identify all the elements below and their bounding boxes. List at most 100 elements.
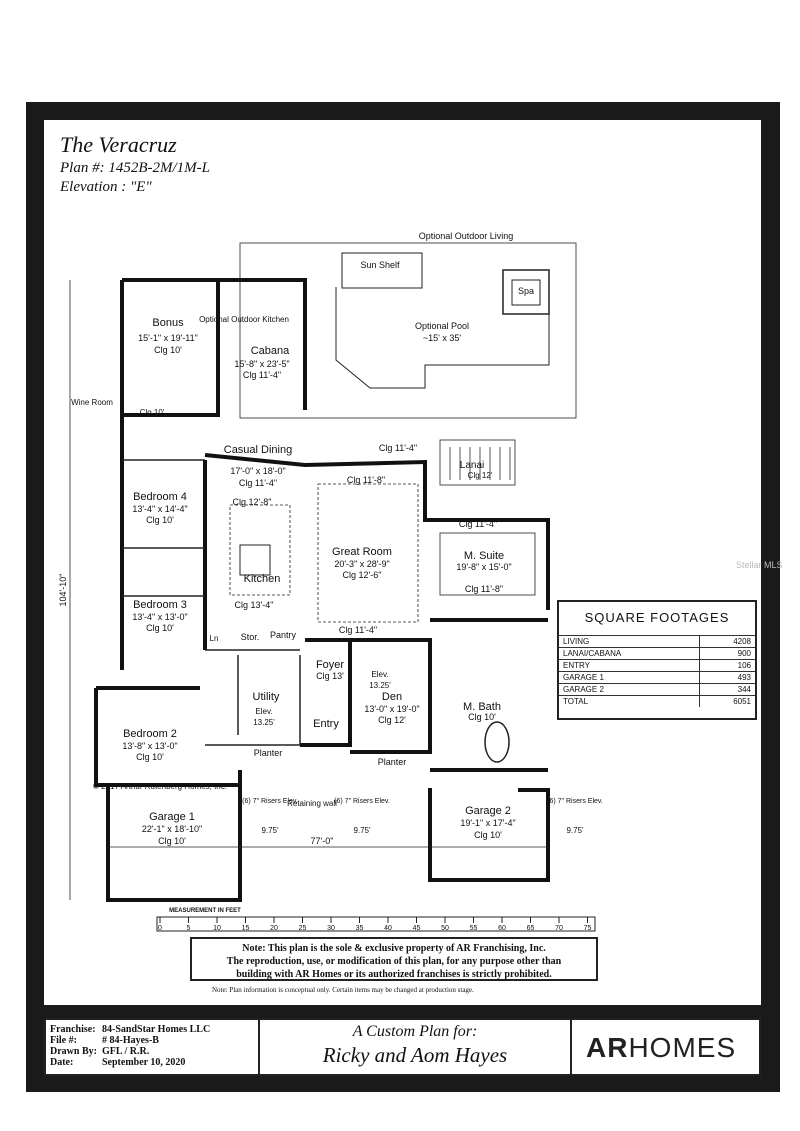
- room-casual-dining: Casual Dining: [224, 444, 292, 456]
- scale-tick-label: 65: [527, 925, 535, 932]
- planter-label-a: Planter: [254, 748, 283, 758]
- sqft-label: TOTAL: [559, 695, 700, 707]
- room-cabana: Cabana: [251, 345, 290, 357]
- wine-room-label: Wine Room: [71, 398, 113, 407]
- bedroom3-size: 13'-4" x 13'-0": [132, 612, 187, 622]
- bonus-size: 15'-1" x 19'-11": [138, 333, 198, 343]
- scale-tick-label: 30: [327, 925, 335, 932]
- ownership-note: Note: This plan is the sole & exclusive …: [190, 937, 598, 981]
- risers-label-a: (6) 7" Risers Elev.: [242, 798, 298, 805]
- great-size: 20'-3" x 28'-9": [334, 559, 389, 569]
- sqft-value: 4208: [699, 635, 755, 648]
- elevation: Elevation : "E": [60, 179, 152, 195]
- square-footages-title: SQUARE FOOTAGES: [584, 610, 730, 625]
- elev-value-b: 13.25': [253, 718, 275, 727]
- client-name: Ricky and Aom Hayes: [322, 1043, 508, 1067]
- scale-tick-label: 50: [441, 925, 449, 932]
- plan-name: The Veracruz: [60, 132, 177, 157]
- scale-tick-label: 5: [187, 925, 191, 932]
- lanai-ceiling: Clg 11'-4": [379, 443, 417, 453]
- elev-label-a: Elev.: [371, 670, 388, 679]
- date-value: September 10, 2020: [102, 1057, 186, 1068]
- scale-tick-label: 25: [299, 925, 307, 932]
- kitchen-clg: Clg 13'-4": [235, 600, 274, 610]
- sqft-value: 493: [699, 671, 755, 684]
- franchise-key: Franchise:: [50, 1024, 96, 1035]
- room-garage-2: Garage 2: [465, 805, 511, 817]
- room-bonus: Bonus: [152, 317, 184, 329]
- depth-dimension: 104'-10": [58, 574, 68, 607]
- foyer-clg: Clg 13': [316, 671, 344, 681]
- title-strip: Franchise: 84-SandStar Homes LLC File #: #…: [44, 1018, 761, 1076]
- msuite-clg: Clg 11'-4": [459, 519, 497, 529]
- sqft-label: ENTRY: [559, 659, 700, 672]
- bedroom4-clg: Clg 10': [146, 515, 174, 525]
- sqft-value: 6051: [699, 695, 755, 707]
- drawn-value: GFL / R.R.: [102, 1046, 150, 1057]
- sheet: [44, 120, 761, 1005]
- copyright: © 2017 Arthur Rutenberg Homes, Inc.: [93, 782, 227, 791]
- room-bedroom-2: Bedroom 2: [123, 728, 177, 740]
- scale-tick-label: 70: [555, 925, 563, 932]
- great-clg2: Clg 11'-8": [347, 475, 385, 485]
- scale-tick-label: 15: [242, 925, 250, 932]
- room-den: Den: [382, 691, 402, 703]
- casual-size: 17'-0" x 18'-0": [230, 466, 285, 476]
- measurement-label: MEASUREMENT IN FEET: [169, 908, 241, 914]
- sqft-label: GARAGE 1: [559, 671, 700, 684]
- elev-value-a: 13.25': [369, 681, 391, 690]
- title-block: The Veracruz Plan #: 1452B-2M/1M-L Eleva…: [60, 132, 210, 196]
- custom-plan-for: A Custom Plan for: Ricky and Aom Hayes: [258, 1020, 572, 1074]
- custom-plan-label: A Custom Plan for:: [352, 1023, 478, 1040]
- room-lanai: Lanai: [460, 460, 484, 471]
- scale-bar: [156, 916, 596, 932]
- risers-elev-a: 9.75': [261, 826, 279, 835]
- file-value: # 84-Hayes-B: [102, 1035, 159, 1046]
- room-entry: Entry: [313, 718, 339, 730]
- sqft-label: LANAI/CABANA: [559, 647, 700, 660]
- date-key: Date:: [50, 1057, 74, 1068]
- scale-tick-label: 40: [384, 925, 392, 932]
- scale-tick-label: 60: [498, 925, 506, 932]
- room-great-room: Great Room: [332, 546, 392, 558]
- room-bedroom-4: Bedroom 4: [133, 491, 187, 503]
- mbath-clg: Clg 10': [468, 712, 496, 722]
- kitchen-clg2: Clg 12'-8": [233, 497, 272, 507]
- outdoor-kitchen-label: Optional Outdoor Kitchen: [199, 315, 289, 324]
- room-bedroom-3: Bedroom 3: [133, 599, 187, 611]
- garage2-clg: Clg 10': [474, 830, 502, 840]
- franchise-value: 84-SandStar Homes LLC: [102, 1024, 211, 1035]
- bedroom4-size: 13'-4" x 14'-4": [132, 504, 187, 514]
- casual-clg: Clg 11'-4": [239, 478, 277, 488]
- great-ceiling-2: Clg 11'-4": [339, 625, 377, 635]
- risers-label-b: (6) 7" Risers Elev.: [334, 798, 390, 805]
- garage2-size: 19'-1" x 17'-4": [460, 818, 515, 828]
- sqft-label: GARAGE 2: [559, 683, 700, 696]
- great-clg: Clg 12'-6": [343, 570, 382, 580]
- sqft-value: 344: [699, 683, 755, 696]
- sqft-value: 900: [699, 647, 755, 660]
- watermark: Stellar MLS: [736, 560, 783, 570]
- file-key: File #:: [50, 1035, 77, 1046]
- bedroom2-clg: Clg 10': [136, 752, 164, 762]
- scale-tick-label: 10: [213, 925, 221, 932]
- clg-10-a: Clg 10': [140, 408, 165, 417]
- risers-elev-b: 9.75': [353, 826, 371, 835]
- bonus-clg: Clg 10': [154, 345, 182, 355]
- ln-label: Ln: [210, 634, 219, 643]
- room-kitchen: Kitchen: [244, 573, 281, 585]
- risers-label-c: (6) 7" Risers Elev.: [547, 798, 603, 805]
- scale-tick-label: 55: [470, 925, 478, 932]
- scale-tick-label: 20: [270, 925, 278, 932]
- spa-label: Spa: [518, 286, 534, 296]
- pool-label: Optional Pool: [415, 321, 469, 331]
- pool-size: ~15' x 35': [423, 333, 461, 343]
- plan-info: Franchise: 84-SandStar Homes LLC File #: #…: [50, 1024, 210, 1068]
- garage1-size: 22'-1" x 18'-10": [142, 824, 202, 834]
- room-m-bath: M. Bath: [463, 701, 501, 713]
